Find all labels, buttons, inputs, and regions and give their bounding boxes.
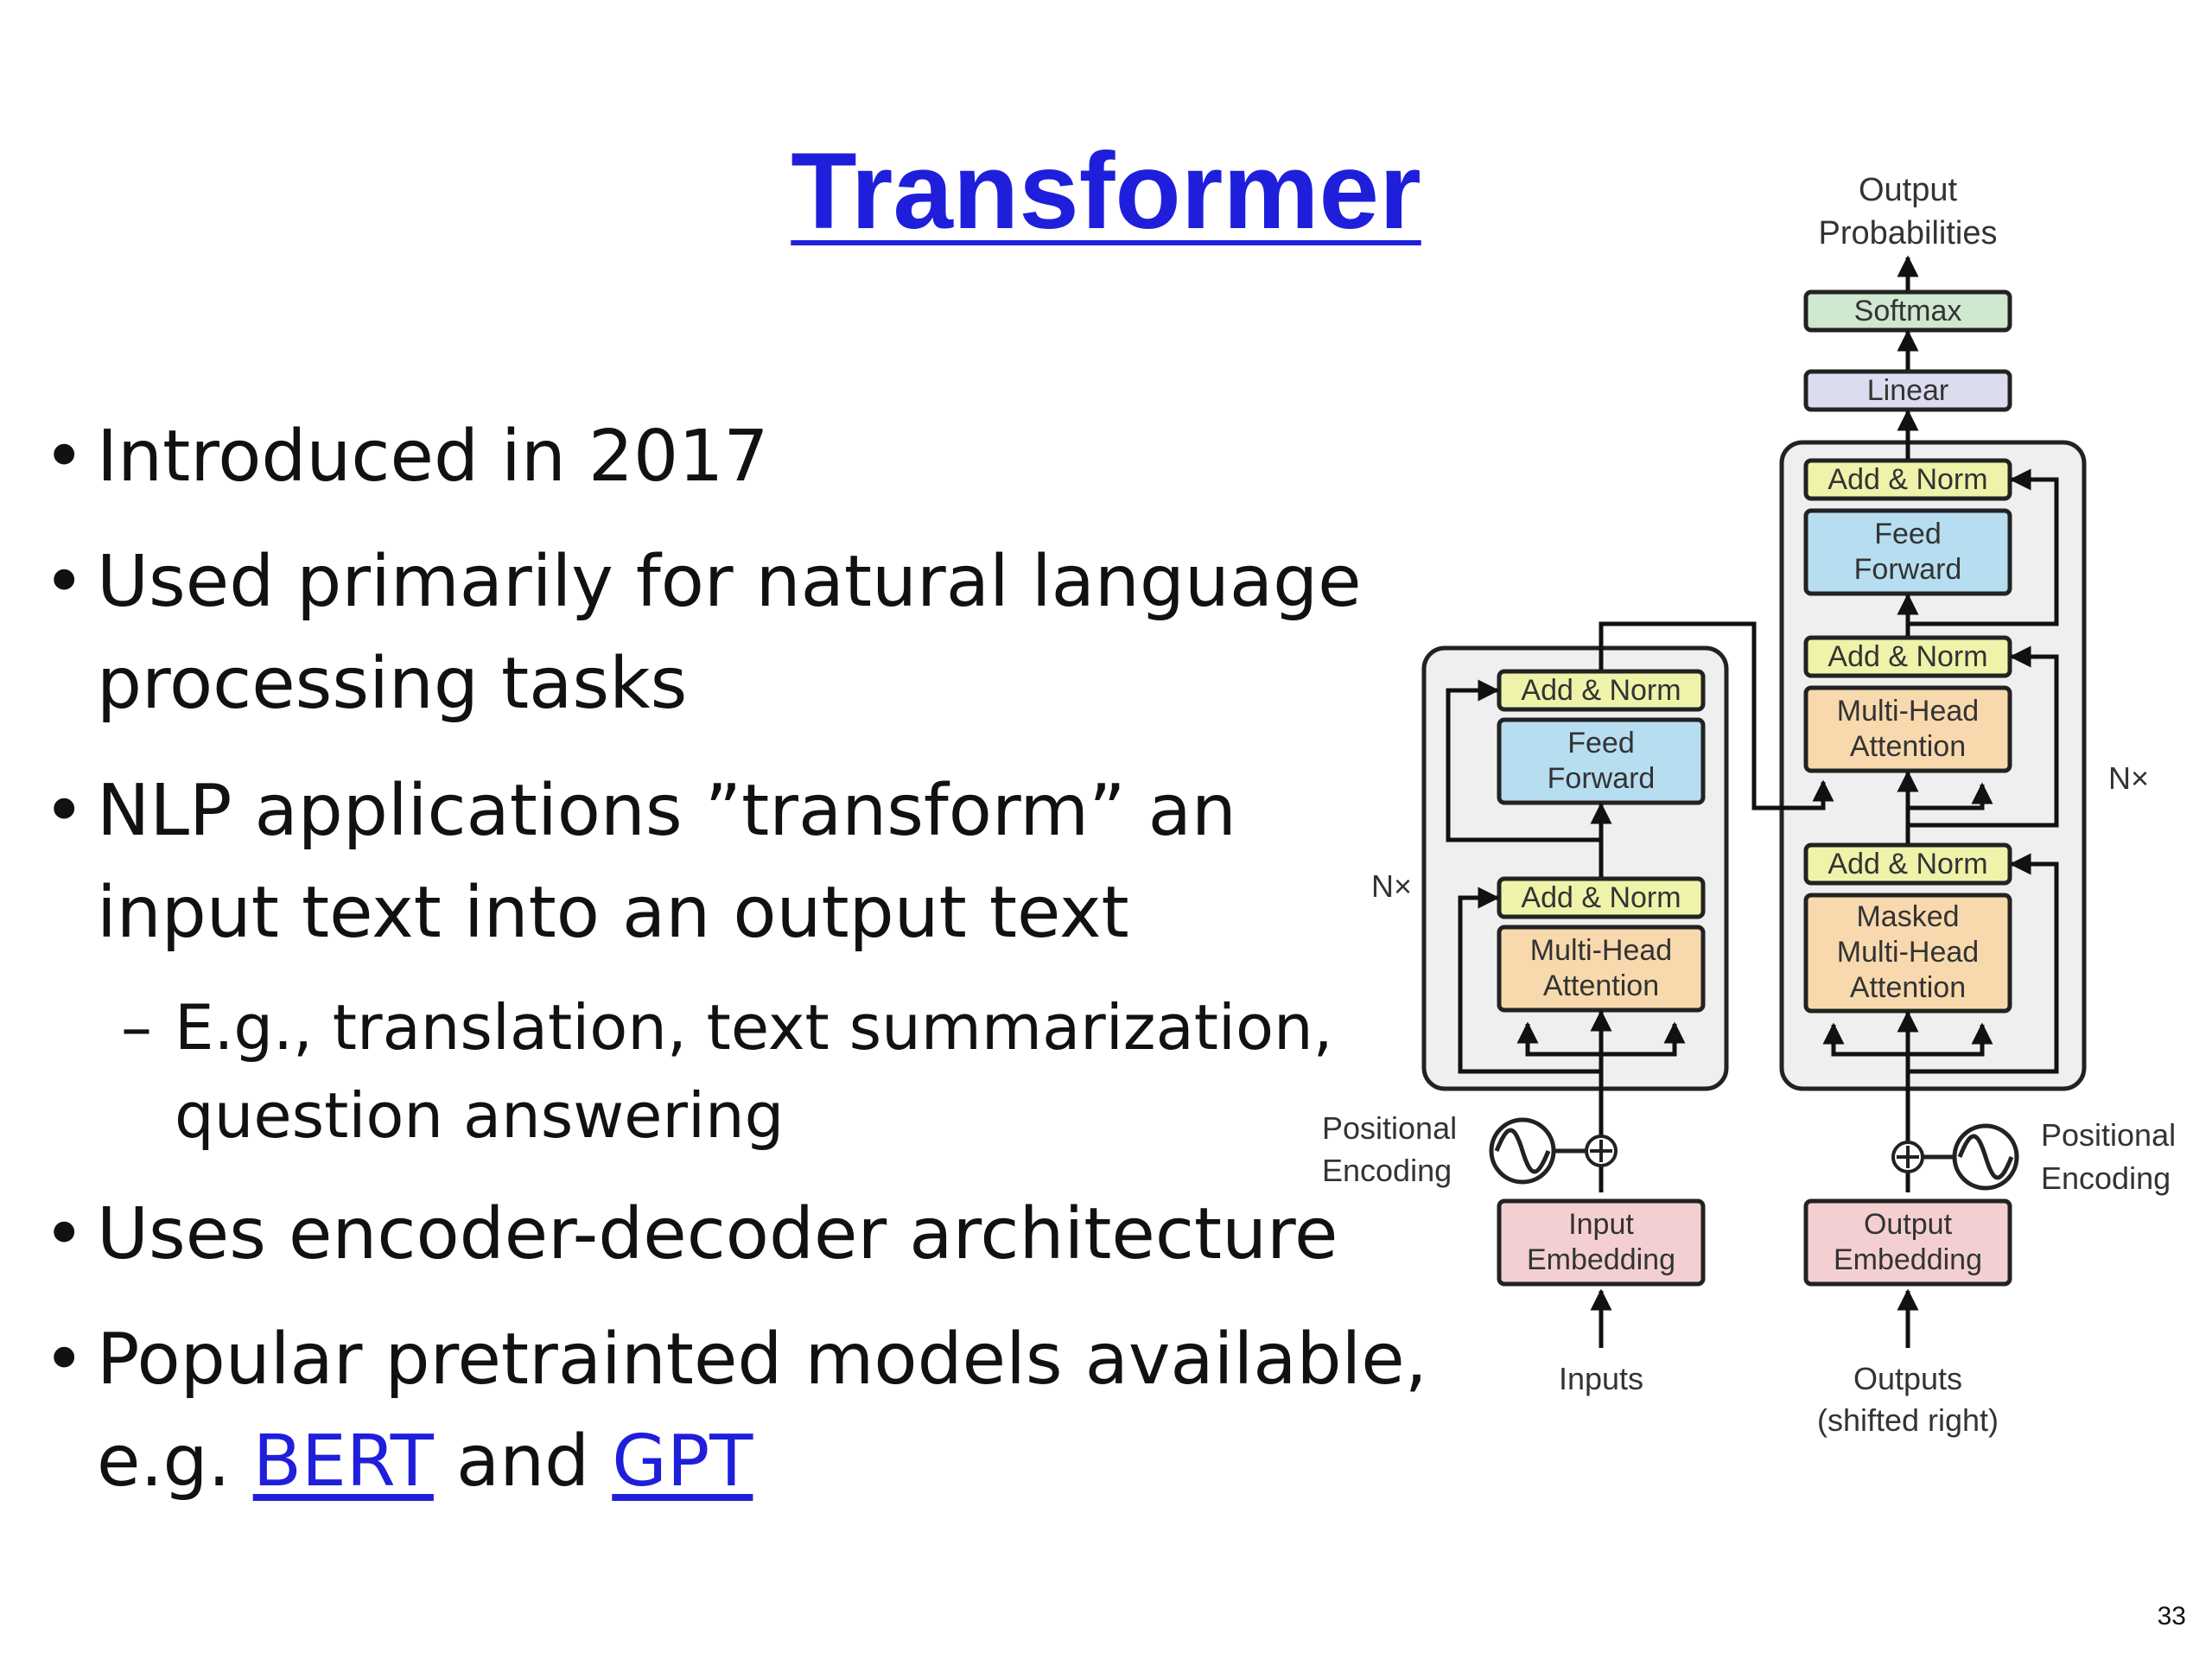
decoder-add-norm-top-label: Add & Norm <box>1827 463 1987 496</box>
encoder-feed-forward-label-1: Feed <box>1567 727 1635 760</box>
decoder-masked-attention-label-1: Masked <box>1856 900 1959 933</box>
outputs-label-1: Outputs <box>1853 1361 1962 1396</box>
bullet-dot: • <box>43 770 86 852</box>
bullet-dot: • <box>43 541 86 623</box>
softmax-label: Softmax <box>1854 295 1962 327</box>
input-embedding-box <box>1497 1198 1706 1287</box>
encoder-positional-encoding-label-1: Positional <box>1322 1110 1457 1146</box>
title-link[interactable]: Transformer <box>791 131 1421 251</box>
input-embedding-label-1: Input <box>1568 1208 1634 1241</box>
bullet-text: Uses encoder-decoder architecture <box>97 1193 1338 1275</box>
decoder-feed-forward-label-2: Forward <box>1854 553 1962 586</box>
decoder-positional-encoding-label-2: Encoding <box>2041 1160 2171 1196</box>
encoder-add-norm-bottom-label: Add & Norm <box>1521 881 1681 914</box>
encoder-block <box>1421 645 1729 1091</box>
bullet-dot: • <box>43 1193 86 1275</box>
encoder-add-norm-top-label: Add & Norm <box>1521 674 1681 707</box>
encoder-attention-label-2: Attention <box>1543 969 1659 1002</box>
inputs-label: Inputs <box>1559 1361 1643 1396</box>
slide-title: Transformer <box>0 130 2212 253</box>
output-embedding-box <box>1803 1198 2012 1287</box>
bullet-dot: • <box>43 416 86 498</box>
decoder-cross-attention-label-2: Attention <box>1850 730 1966 763</box>
decoder-cross-attention-label-1: Multi-Head <box>1837 695 1979 728</box>
page-number: 33 <box>2157 1602 2186 1630</box>
gpt-link[interactable]: GPT <box>612 1421 753 1503</box>
decoder-add-norm-bottom-label: Add & Norm <box>1827 848 1987 880</box>
decoder-nx-label: N× <box>2108 760 2149 796</box>
encoder-positional-encoding-label-2: Encoding <box>1322 1153 1452 1188</box>
bert-link[interactable]: BERT <box>252 1421 434 1503</box>
bullet-text-cont: input text into an output text <box>97 872 1129 954</box>
decoder-add-norm-middle-label: Add & Norm <box>1827 640 1987 673</box>
encoder-nx-label: N× <box>1371 868 1412 904</box>
eg-prefix: e.g. <box>97 1421 253 1503</box>
sub-bullet-dash: – <box>121 991 152 1064</box>
output-probabilities-label-1: Output <box>1859 172 1958 208</box>
outputs-label-2: (shifted right) <box>1817 1402 1999 1438</box>
bullet-dot: • <box>43 1319 86 1401</box>
output-embedding-label-1: Output <box>1864 1208 1953 1241</box>
input-embedding-label-2: Embedding <box>1527 1243 1675 1276</box>
decoder-feed-forward-label-1: Feed <box>1874 518 1942 550</box>
decoder-masked-attention-label-2: Multi-Head <box>1837 936 1979 969</box>
bullet-text: NLP applications ”transform” an <box>97 770 1236 852</box>
bullet-text-cont: processing tasks <box>97 643 688 725</box>
encoder-attention-label-1: Multi-Head <box>1530 934 1672 967</box>
decoder-positional-encoding-label-1: Positional <box>2041 1117 2176 1153</box>
bullet-text: Introduced in 2017 <box>97 416 769 498</box>
bullet-text: Popular pretrainted models available, <box>97 1319 1427 1401</box>
linear-label: Linear <box>1867 374 1949 407</box>
bullet-text-cont: e.g. BERT and GPT <box>97 1411 753 1513</box>
decoder-masked-attention-label-3: Attention <box>1850 971 1966 1004</box>
encoder-feed-forward-label-2: Forward <box>1548 762 1656 795</box>
output-embedding-label-2: Embedding <box>1834 1243 1982 1276</box>
sub-bullet-text-cont: question answering <box>175 1079 785 1152</box>
and-text: and <box>433 1421 613 1503</box>
sub-bullet-text: E.g., translation, text summarization, <box>175 991 1333 1064</box>
bullet-text: Used primarily for natural language <box>97 541 1362 623</box>
output-probabilities-label-2: Probabilities <box>1819 215 1998 251</box>
